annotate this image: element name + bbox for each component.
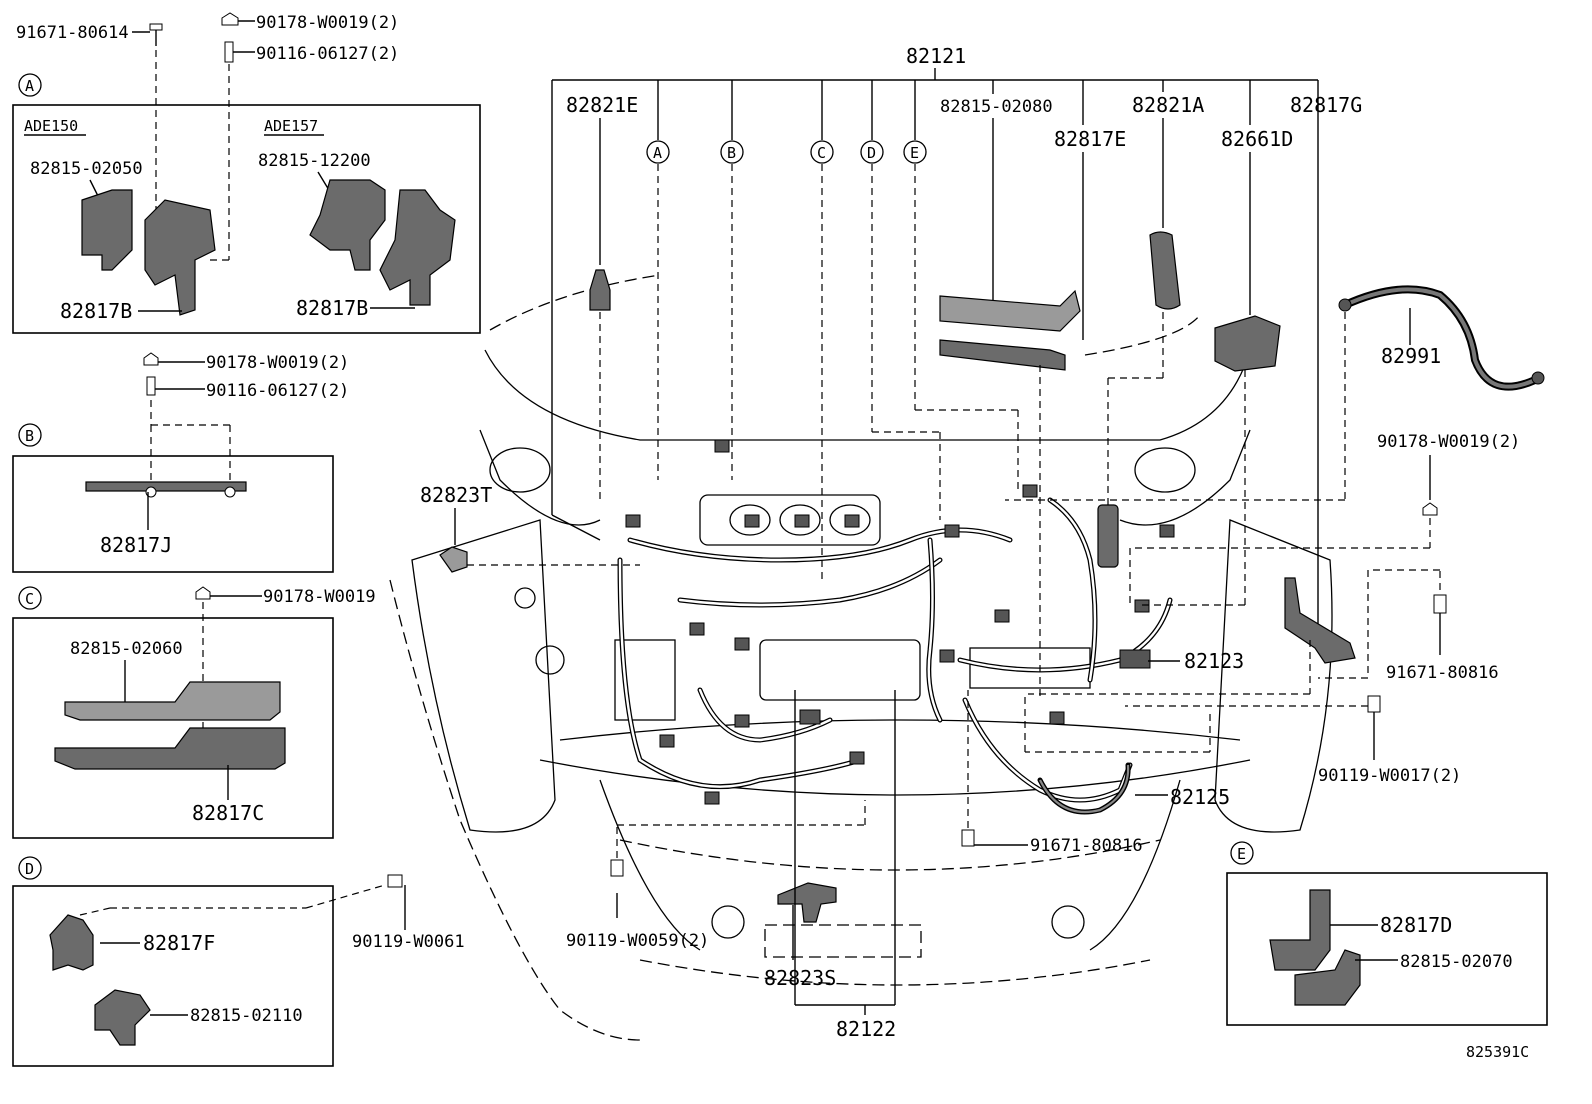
label-82817J: 82817J	[100, 533, 172, 557]
clip-82823S	[777, 882, 837, 923]
bracket-left-shape	[81, 189, 133, 271]
label-right-bolt: 91671-80816	[1386, 663, 1499, 683]
inset-d: D 82817F 82815-02110 90119-W0061	[12, 856, 465, 1067]
tree-letter-E: E	[910, 144, 919, 162]
top-fasteners: 91671-80614 90178-W0019(2) 90116-06127(2…	[16, 12, 399, 261]
bracket-e-shape	[1294, 949, 1361, 1006]
label-90119-W0061: 90119-W0061	[352, 932, 465, 952]
label-top-bolt: 91671-80614	[16, 23, 129, 43]
right-callouts: 90178-W0019(2) 91671-80816 82123 90119-W…	[961, 432, 1520, 856]
inset-e-letter: E	[1237, 845, 1246, 863]
label-82817B-right: 82817B	[296, 296, 368, 320]
clip-82823T	[439, 546, 468, 573]
label-82823T: 82823T	[420, 483, 492, 507]
connector-82821E	[589, 269, 611, 311]
connector-82821A	[1149, 231, 1181, 310]
bracket-d-shape	[94, 989, 151, 1046]
label-82821E: 82821E	[566, 93, 638, 117]
diagram-id: 825391C	[1466, 1043, 1529, 1061]
label-82125: 82125	[1170, 785, 1230, 809]
label-82817B-left: 82817B	[60, 299, 132, 323]
label-90119-W0059: 90119-W0059(2)	[566, 931, 709, 951]
wire-harness	[617, 439, 1175, 805]
cover-e-shape	[1269, 889, 1331, 971]
inset-a-letter: A	[25, 77, 34, 95]
label-82815-02050: 82815-02050	[30, 159, 143, 179]
label-82817F: 82817F	[143, 931, 215, 955]
bottom-callouts: 82823S 82122	[764, 690, 896, 1041]
label-82821A: 82821A	[1132, 93, 1204, 117]
inset-c-nut: 90178-W0019	[263, 587, 376, 607]
left-callouts: 82823T 90119-W0059(2)	[420, 483, 866, 951]
tree-letter-B: B	[727, 144, 736, 162]
bracket-c-shape	[64, 681, 281, 721]
cover-j-shape	[85, 481, 247, 492]
label-82991: 82991	[1381, 344, 1441, 368]
label-right-nut: 90178-W0019(2)	[1377, 432, 1520, 452]
cover-c-shape	[54, 727, 286, 770]
nut-icon-right	[1422, 502, 1438, 516]
label-90119-W0017: 90119-W0017(2)	[1318, 766, 1461, 786]
label-82661D: 82661D	[1221, 127, 1293, 151]
inset-b-letter: B	[25, 427, 34, 445]
relay-82661D	[1214, 315, 1281, 372]
bolt-w0017-icon	[1367, 695, 1381, 713]
bolt-right-icon	[1433, 594, 1447, 614]
relay-block	[1097, 504, 1119, 568]
label-82122: 82122	[836, 1017, 896, 1041]
label-82817E: 82817E	[1054, 127, 1126, 151]
bolt-mid-icon	[961, 829, 975, 847]
bracket-right-shape	[309, 179, 386, 271]
cover-right-shape	[379, 189, 456, 306]
cover-82817E	[939, 339, 1066, 371]
inset-c-letter: C	[25, 590, 34, 608]
label-82121: 82121	[906, 44, 966, 68]
label-top-stud: 90116-06127(2)	[256, 44, 399, 64]
label-82817C: 82817C	[192, 801, 264, 825]
label-mid-bolt: 91671-80816	[1030, 836, 1143, 856]
inset-c: 90178-W0019 C 82815-02060 82817C	[12, 586, 376, 839]
inset-b: 90178-W0019(2) 90116-06127(2) B 82817J	[12, 352, 349, 573]
label-82815-12200: 82815-12200	[258, 151, 371, 171]
bolt-icon	[149, 23, 163, 31]
bolt-w0059-icon	[610, 859, 624, 877]
right-headlight	[1214, 519, 1333, 833]
inset-d-letter: D	[25, 860, 34, 878]
inset-a: A ADE150 ADE157 82815-02050 82817B 82815…	[12, 73, 481, 334]
bracket-82815-02080	[939, 289, 1081, 332]
label-top-nut: 90178-W0019(2)	[256, 13, 399, 33]
label-82815-02070: 82815-02070	[1400, 952, 1513, 972]
label-82123: 82123	[1184, 649, 1244, 673]
inset-e: E 82817D 82815-02070	[1226, 841, 1548, 1026]
tree-letter-C: C	[817, 144, 826, 162]
inset-b-nut: 90178-W0019(2)	[206, 353, 349, 373]
tree-letter-A: A	[653, 144, 662, 162]
stud-icon	[224, 41, 234, 63]
label-82815-02110: 82815-02110	[190, 1006, 303, 1026]
label-82817G: 82817G	[1290, 93, 1362, 117]
variant-right: ADE157	[264, 117, 318, 135]
inset-b-stud: 90116-06127(2)	[206, 381, 349, 401]
label-82815-02080: 82815-02080	[940, 97, 1053, 117]
label-82823S: 82823S	[764, 966, 836, 990]
label-82815-02060: 82815-02060	[70, 639, 183, 659]
tree-letter-D: D	[867, 144, 876, 162]
bolt-w0061-icon	[387, 874, 403, 888]
nut-icon	[221, 12, 239, 26]
cover-left-shape	[144, 199, 216, 316]
label-82817D: 82817D	[1380, 913, 1452, 937]
cover-82817G	[1284, 577, 1356, 664]
cover-d-shape	[49, 914, 94, 971]
variant-left: ADE150	[24, 117, 78, 135]
callout-tree: 82121 82821E A B C D E 82	[551, 44, 1545, 700]
left-headlight	[411, 519, 556, 833]
